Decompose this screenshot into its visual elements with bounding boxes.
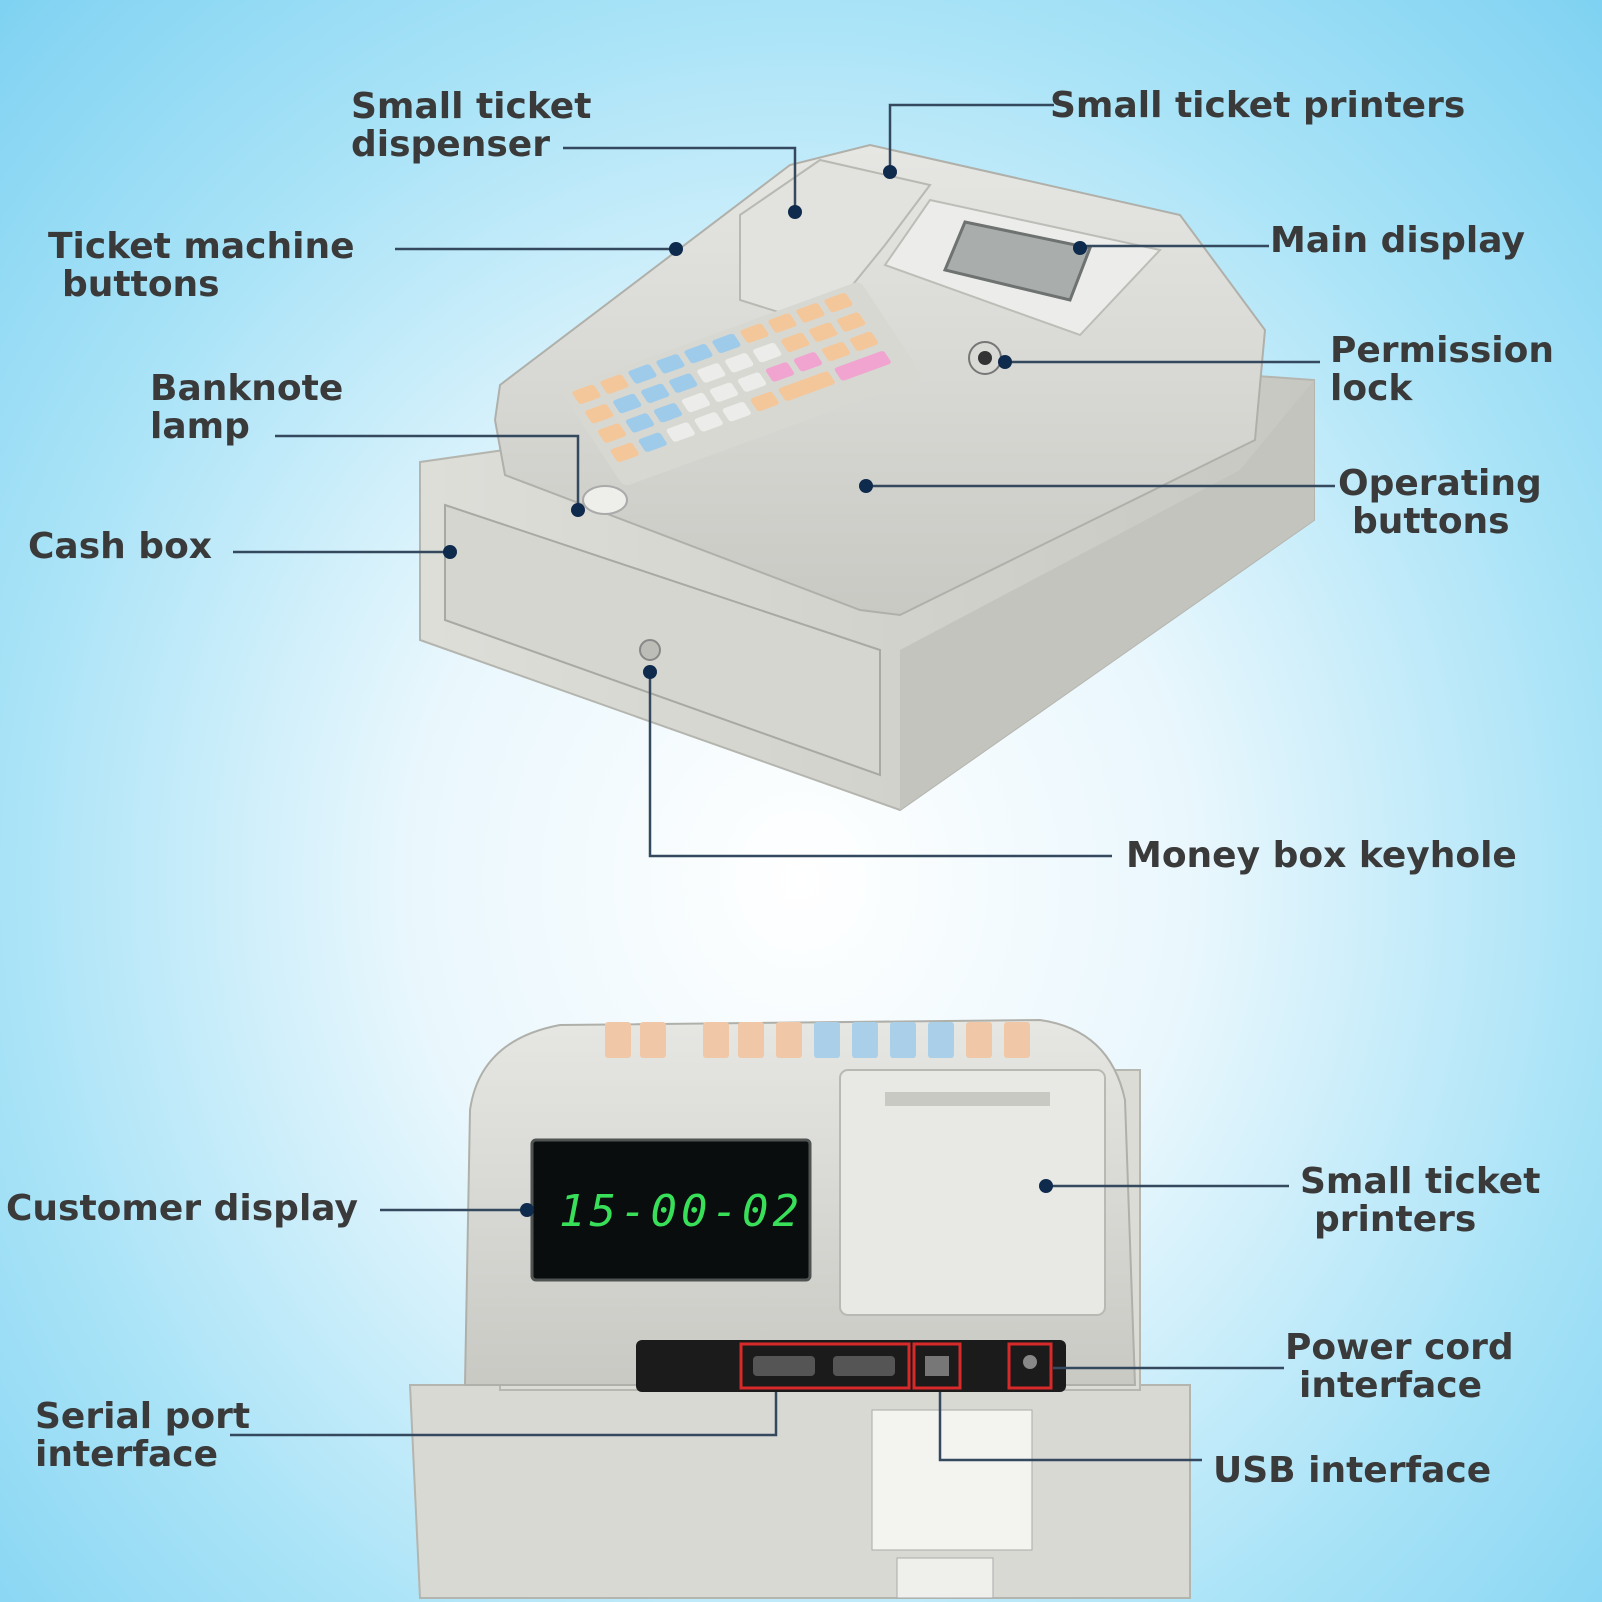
main-display-screen <box>942 220 1093 302</box>
label-cash-box: Cash box <box>28 526 213 567</box>
rear-keys <box>605 1022 1030 1058</box>
usb-port <box>925 1356 949 1376</box>
label-main-display: Main display <box>1270 220 1525 261</box>
printer-housing <box>739 158 932 327</box>
dot-small-ticket-dispenser <box>788 205 802 219</box>
label-small-ticket-printers-top: Small ticket printers <box>1050 85 1466 126</box>
rear-drawer <box>408 1384 1191 1599</box>
rear-printer-slot <box>885 1092 1050 1106</box>
dot-operating-buttons <box>859 479 873 493</box>
power-port-frame <box>1007 1342 1053 1390</box>
product-sticker <box>871 1409 1033 1551</box>
label-small-ticket-printers-bottom: Small ticket printers <box>1300 1161 1541 1240</box>
leader-small-ticket-dispenser <box>563 146 797 212</box>
label-small-ticket-dispenser: Small ticket dispenser <box>351 86 592 165</box>
dot-money-box-keyhole <box>643 665 657 679</box>
serial-port-frame <box>739 1342 911 1390</box>
dot-permission-lock <box>998 355 1012 369</box>
label-ticket-machine-buttons: Ticket machine buttons <box>48 226 355 305</box>
drawer-keyhole <box>639 639 661 661</box>
serial-port-com2 <box>833 1356 895 1376</box>
cash-drawer-front <box>444 503 881 777</box>
dot-cash-box <box>443 545 457 559</box>
dot-small-ticket-printers-top <box>883 165 897 179</box>
leader-usb-interface <box>938 1392 1202 1462</box>
dot-main-display <box>1073 241 1087 255</box>
dot-small-ticket-printers-bottom <box>1039 1179 1053 1193</box>
dot-ticket-machine-buttons <box>669 242 683 256</box>
label-money-box-keyhole: Money box keyhole <box>1126 835 1517 876</box>
keypad-top <box>562 282 922 486</box>
customer-display-readout: 15-00-02 <box>559 1186 803 1237</box>
leader-lines <box>230 103 1335 1462</box>
label-banknote-lamp: Banknote lamp <box>150 368 344 447</box>
leader-small-ticket-printers-top <box>888 103 1054 172</box>
label-power-cord-interface: Power cord interface <box>1285 1327 1514 1406</box>
bottom-register: 15-00-02 <box>408 1018 1191 1599</box>
permission-lock-core <box>978 351 992 365</box>
cash-drawer-right-side <box>900 380 1314 810</box>
serial-port-com1 <box>753 1356 815 1376</box>
banknote-lamp <box>582 485 628 515</box>
power-port <box>1023 1355 1037 1369</box>
dot-customer-display <box>520 1203 534 1217</box>
rear-printer-module <box>839 1069 1106 1316</box>
label-serial-port-interface: Serial port interface <box>35 1396 251 1475</box>
leader-serial-port-interface <box>230 1392 778 1437</box>
top-register <box>419 143 1315 812</box>
leader-money-box-keyhole <box>648 672 1112 858</box>
label-permission-lock: Permission lock <box>1330 330 1554 409</box>
label-customer-display: Customer display <box>6 1188 358 1229</box>
label-usb-interface: USB interface <box>1213 1450 1492 1491</box>
leader-banknote-lamp <box>275 434 580 510</box>
label-operating-buttons: Operating buttons <box>1338 463 1542 542</box>
dot-banknote-lamp <box>571 503 585 517</box>
usb-port-frame <box>912 1342 962 1390</box>
product-sticker-lower <box>896 1557 994 1599</box>
